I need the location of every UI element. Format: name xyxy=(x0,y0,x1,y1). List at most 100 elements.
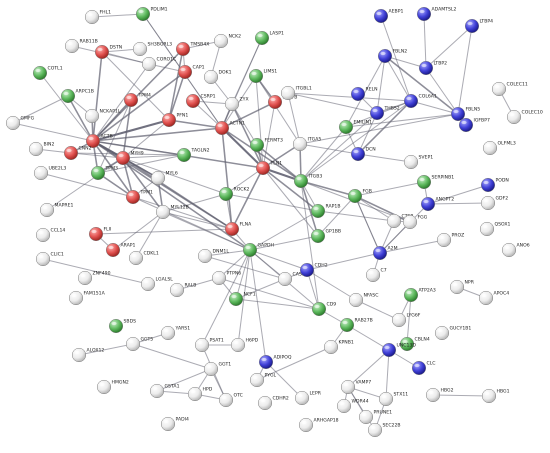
node-circle[interactable] xyxy=(176,147,192,163)
node-nckap1l[interactable]: NCKAP1L xyxy=(84,109,121,124)
node-pfn1[interactable]: PFN1 xyxy=(161,113,188,128)
node-casp3[interactable]: CASP3 xyxy=(277,272,308,287)
node-circle[interactable] xyxy=(479,221,495,237)
node-circle[interactable] xyxy=(132,41,148,57)
node-circle[interactable] xyxy=(434,325,450,341)
node-circle[interactable] xyxy=(185,93,201,109)
node-circle[interactable] xyxy=(386,213,402,229)
node-serpinb1[interactable]: SERPINB1 xyxy=(416,174,454,190)
node-circle[interactable] xyxy=(436,232,452,248)
node-prune1[interactable]: PRUNE1 xyxy=(358,409,392,425)
node-circle[interactable] xyxy=(203,361,219,377)
node-fbln2[interactable]: FBLN2 xyxy=(377,48,407,64)
node-aebp1[interactable]: AEBP1 xyxy=(373,8,403,24)
node-circle[interactable] xyxy=(249,372,265,388)
node-circle[interactable] xyxy=(402,214,418,230)
node-a2m[interactable]: A2M xyxy=(372,245,398,261)
node-circle[interactable] xyxy=(372,245,388,261)
node-clic1[interactable]: CLIC1 xyxy=(35,252,64,267)
node-zyx[interactable]: ZYX xyxy=(224,97,249,112)
node-circle[interactable] xyxy=(294,390,310,406)
node-circle[interactable] xyxy=(203,69,219,85)
node-circle[interactable] xyxy=(108,318,124,334)
node-circle[interactable] xyxy=(169,282,185,298)
node-circle[interactable] xyxy=(33,165,49,181)
node-circle[interactable] xyxy=(377,48,393,64)
node-psat1[interactable]: PSAT1 xyxy=(194,337,224,353)
node-arhgap18[interactable]: ARHGAP18 xyxy=(298,418,339,433)
node-circle[interactable] xyxy=(310,203,326,219)
node-circle[interactable] xyxy=(155,204,171,220)
node-circle[interactable] xyxy=(248,68,264,84)
node-circle[interactable] xyxy=(175,41,191,57)
node-circle[interactable] xyxy=(416,174,432,190)
node-circle[interactable] xyxy=(358,409,374,425)
node-ncf1[interactable]: NCF1 xyxy=(228,292,256,307)
node-ccl14[interactable]: CCL14 xyxy=(35,228,65,243)
node-colec11[interactable]: COLEC11 xyxy=(491,82,528,97)
node-cbln4[interactable]: CBLN4 xyxy=(399,337,430,352)
node-circle[interactable] xyxy=(194,337,210,353)
node-circle[interactable] xyxy=(64,38,80,54)
node-fhl1[interactable]: FHL1 xyxy=(84,10,111,25)
node-circle[interactable] xyxy=(96,379,112,395)
node-gp1bb[interactable]: GP1BB xyxy=(310,229,341,244)
node-circle[interactable] xyxy=(187,386,203,402)
node-sec22b[interactable]: SEC22B xyxy=(367,422,401,438)
node-qsox1[interactable]: QSOX1 xyxy=(479,221,511,237)
node-pdlim1[interactable]: PDLIM1 xyxy=(135,7,168,22)
node-hbg1[interactable]: HBG1 xyxy=(481,389,510,404)
node-circle[interactable] xyxy=(105,242,121,258)
node-adamtsl2[interactable]: ADAMTSL2 xyxy=(416,7,456,22)
node-circle[interactable] xyxy=(125,189,141,205)
node-cdkl1[interactable]: CDKL1 xyxy=(128,250,159,266)
node-lepr[interactable]: LEPR xyxy=(294,390,322,406)
node-pygl[interactable]: PYGL xyxy=(249,372,277,388)
node-circle[interactable] xyxy=(218,186,234,202)
node-ano6[interactable]: ANO6 xyxy=(501,243,530,258)
node-circle[interactable] xyxy=(311,301,327,317)
node-lyg6f[interactable]: LYG6F xyxy=(391,313,421,328)
node-circle[interactable] xyxy=(128,250,144,266)
node-podn[interactable]: PODN xyxy=(480,178,509,193)
node-tpm3[interactable]: TPM3 xyxy=(90,165,118,181)
node-c7[interactable]: C7 xyxy=(365,268,387,283)
node-dstn[interactable]: DSTN xyxy=(94,44,122,60)
node-cnn2[interactable]: CNN2 xyxy=(63,146,92,161)
node-circle[interactable] xyxy=(160,416,176,432)
node-tln1[interactable]: TLN1 xyxy=(255,161,282,176)
node-circle[interactable] xyxy=(299,262,315,278)
node-fbln5[interactable]: FBLN5 xyxy=(450,107,480,122)
node-znf490[interactable]: ZNF490 xyxy=(77,271,111,286)
node-angpt2[interactable]: ANGPT2 xyxy=(420,197,454,212)
node-myh9[interactable]: MYH9 xyxy=(115,151,144,166)
node-npr[interactable]: NPR xyxy=(449,279,475,295)
node-ralb[interactable]: RALB xyxy=(169,282,196,298)
node-ggt5[interactable]: GGT5 xyxy=(125,337,153,352)
node-vamp7[interactable]: VAMP7 xyxy=(340,379,371,395)
node-gdf2[interactable]: GDF2 xyxy=(480,196,508,211)
node-circle[interactable] xyxy=(90,165,106,181)
node-otc[interactable]: OTC xyxy=(218,393,243,408)
node-circle[interactable] xyxy=(293,173,309,189)
node-cd9[interactable]: CD9 xyxy=(311,301,336,317)
node-ggt1[interactable]: GGT1 xyxy=(203,361,231,377)
node-clc[interactable]: CLC xyxy=(411,361,435,376)
node-cdh2[interactable]: CDH2 xyxy=(299,262,328,278)
node-circle[interactable] xyxy=(373,8,389,24)
node-circle[interactable] xyxy=(367,422,383,438)
node-tpm4[interactable]: TPM4 xyxy=(123,92,151,108)
node-colec10[interactable]: COLEC10 xyxy=(506,110,543,125)
node-circle[interactable] xyxy=(340,379,356,395)
node-circle[interactable] xyxy=(123,92,139,108)
node-circle[interactable] xyxy=(160,325,176,341)
node-ube2l3[interactable]: UBE2L3 xyxy=(33,165,66,181)
node-csrp1[interactable]: CSRP1 xyxy=(185,93,216,109)
node-circle[interactable] xyxy=(449,279,465,295)
node-h6pd[interactable]: H6PD xyxy=(230,338,259,353)
node-circle[interactable] xyxy=(94,44,110,60)
node-arap1[interactable]: ARAP1 xyxy=(105,242,136,258)
node-rab11b[interactable]: RAB11B xyxy=(64,38,98,54)
node-circle[interactable] xyxy=(249,137,265,153)
node-circle[interactable] xyxy=(88,226,104,242)
